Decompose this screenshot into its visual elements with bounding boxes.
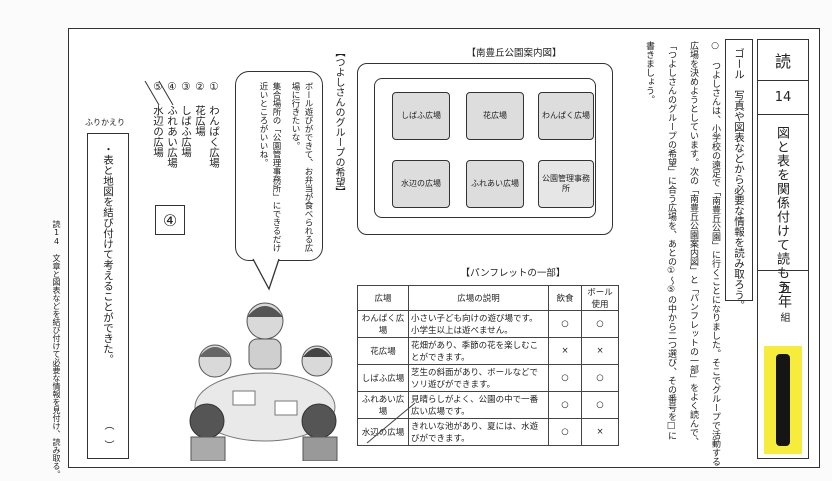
table-strike-marks: [366, 402, 416, 444]
wish-text-1: ボール遊びができて、お弁当が食べられる広場に行きたいな。: [290, 82, 313, 252]
map-area-mizube: 水辺の広場: [392, 160, 450, 208]
bubble-tail: [252, 258, 280, 291]
name-highlight: [764, 346, 802, 454]
choice-2: ② 花広場: [194, 81, 206, 137]
cell-ball: ×: [581, 418, 619, 446]
cell-ball: ○: [581, 364, 619, 392]
answer-box[interactable]: ④: [155, 205, 185, 235]
cell-area: 花広場: [357, 337, 409, 365]
cell-area: ふれあい広場: [357, 391, 409, 419]
th-ball: ボール使用: [581, 285, 619, 311]
cell-area: わんぱく広場: [357, 310, 409, 338]
table-row: しばふ広場 芝生の斜面があり、ボールなどでソリ遊びができます。 ○ ○: [357, 364, 619, 392]
pamphlet-title: 【パンフレットの一部】: [460, 268, 566, 279]
worksheet-frame: 読 14 図と表を関係付けて読もう 五年 組 ゴール 写真や図表などから必要な情…: [68, 28, 820, 468]
wish-text-2: 集合場所の「公園管理事務所」にできるだけ近いところがいいね。: [258, 82, 281, 252]
goal-box: ゴール 写真や図表などから必要な情報を読み取ろう。: [725, 39, 753, 311]
map-area-shibafu: しばふ広場: [392, 92, 450, 140]
footer-note: 読14 文章と図表などを結び付けて必要な情報を見付け、読み取る。: [52, 220, 61, 478]
map-area-wanpaku: わんぱく広場: [538, 92, 594, 140]
table-row: 水辺の広場 きれいな池があり、夏には、水遊びができます。 ○ ×: [357, 418, 619, 446]
park-map-inner: [374, 78, 596, 218]
choice-3: ③ しばふ広場: [180, 81, 192, 158]
name-redaction: [776, 354, 790, 446]
wish-bubble: ボール遊びができて、お弁当が食べられる広場に行きたいな。 集合場所の「公園管理事…: [235, 71, 323, 261]
th-description: 広場の説明: [408, 285, 549, 311]
reflection-text: ・表と地図を結び付けて考えることができた。: [102, 144, 114, 365]
divider: [758, 270, 808, 271]
cell-food: ○: [548, 418, 582, 446]
pamphlet-table: 広場 広場の説明 飲食 ボール使用 わんぱく広場 小さい子ども向けの遊び場です。…: [357, 285, 619, 446]
prompt-line-4: 書きましょう。: [644, 41, 654, 104]
title-column: 読 14 図と表を関係付けて読もう 五年 組: [757, 39, 809, 459]
lesson-number: 14: [758, 80, 808, 115]
wish-title: 【つよしさんのグループの希望】: [333, 47, 344, 197]
table-row: 花広場 花畑があり、季節の花を楽しむことができます。 × ×: [357, 337, 619, 365]
goal-text: ゴール 写真や図表などから必要な情報を読み取ろう。: [733, 48, 745, 311]
table-header-row: 広場 広場の説明 飲食 ボール使用: [357, 285, 619, 311]
grade-label: 五年: [776, 280, 792, 308]
prompt-line-3: 「つよしさんのグループの希望」に合う広場を、あとの①～⑤の中から二つ選び、その番…: [666, 41, 676, 440]
cell-food: ×: [548, 337, 582, 365]
cell-food: ○: [548, 310, 582, 338]
map-area-hana: 花広場: [466, 92, 524, 140]
cell-ball: ○: [581, 391, 619, 419]
prompt-line-1: ○ つよしさんは、小学校の遠足で「南豊丘公園」に行くことになりました。そこでグル…: [710, 41, 720, 466]
prompt-line-2: 広場を決めようとしています。次の「南豊丘公園案内図」と「パンフレットの一部」をよ…: [688, 41, 698, 446]
park-map: しばふ広場 花広場 わんぱく広場 水辺の広場 ふれあい広場 公園管理事務所: [357, 63, 613, 235]
class-label: 組: [778, 312, 789, 322]
choice-1: ① わんぱく広場: [208, 81, 220, 168]
map-area-fureai: ふれあい広場: [466, 160, 524, 208]
group-illustration: [189, 302, 338, 461]
choices: ① わんぱく広場 ② 花広場 ③ しばふ広場 ④ ふれあい広場 ⑤ 水辺の広場: [152, 81, 221, 211]
choice-strike-marks: [144, 80, 174, 106]
reflection-label: ふりかえり: [85, 118, 125, 127]
reflection-mark: （ ）: [102, 420, 113, 450]
choice-5: ⑤ 水辺の広場: [152, 81, 164, 158]
cell-ball: ×: [581, 337, 619, 365]
cell-ball: ○: [581, 310, 619, 338]
prompt: ○ つよしさんは、小学校の遠足で「南豊丘公園」に行くことになりました。そこでグル…: [625, 41, 721, 466]
unit-title: 図と表を関係付けて読もう: [774, 126, 789, 294]
cell-food: ○: [548, 364, 582, 392]
cell-area: 水辺の広場: [357, 418, 409, 446]
choice-4: ④ ふれあい広場: [166, 81, 178, 168]
table-row: わんぱく広場 小さい子ども向けの遊び場です。小学生以上は遊べません。 ○ ○: [357, 310, 619, 338]
subject-label: 読: [758, 40, 808, 81]
map-title: 【南豊丘公園案内図】: [466, 48, 562, 59]
reflection-box: ・表と地図を結び付けて考えることができた。 （ ）: [87, 133, 129, 459]
map-area-office: 公園管理事務所: [538, 160, 594, 208]
cell-description: きれいな池があり、夏には、水遊びができます。: [408, 418, 549, 446]
